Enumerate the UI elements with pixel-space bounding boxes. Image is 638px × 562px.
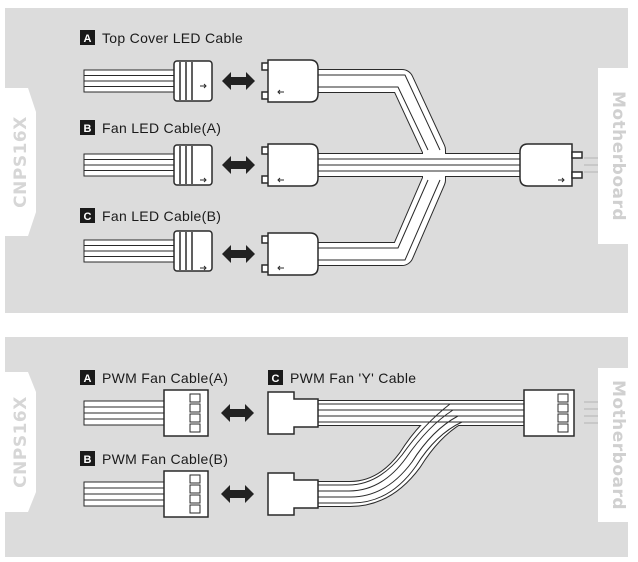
double-arrow-icon — [221, 404, 254, 422]
left-wires-row-a — [83, 69, 177, 93]
badge-c — [268, 370, 283, 385]
motherboard-connector-led — [519, 143, 583, 187]
fan-led-cable-b-label: Fan LED Cable(B) — [102, 208, 221, 224]
double-arrow-icon — [222, 245, 255, 263]
left-wires-pwm-a — [83, 400, 165, 426]
badge-b-text: B — [84, 123, 92, 135]
label-pwm-fan-y-cable: C PWM Fan 'Y' Cable — [268, 370, 416, 386]
badge-a — [80, 370, 95, 385]
label-fan-led-cable-a: B Fan LED Cable(A) — [80, 120, 221, 136]
badge-c — [80, 208, 95, 223]
panel-bottom: CNPS16X Motherboard A PWM Fan Cable(A) B… — [5, 337, 628, 557]
top-cover-led-cable-label: Top Cover LED Cable — [102, 30, 243, 46]
motherboard-header-pins — [584, 157, 598, 173]
left-wires-row-c — [83, 239, 177, 263]
splitter-wires — [318, 69, 520, 266]
y-cable-connector-b — [267, 472, 319, 516]
cnps16x-label: CNPS16X — [11, 116, 31, 208]
badge-a — [80, 30, 95, 45]
pwm-connector-b — [163, 470, 209, 518]
label-pwm-fan-cable-a: A PWM Fan Cable(A) — [80, 370, 228, 386]
badge-b — [80, 120, 95, 135]
y-cable-motherboard-connector — [523, 389, 575, 437]
male-connector-a — [261, 59, 319, 103]
cnps16x-tab — [5, 372, 36, 512]
badge-b — [80, 451, 95, 466]
motherboard-tab — [598, 68, 628, 244]
badge-b-text: B — [84, 454, 92, 466]
double-arrow-icon — [222, 156, 255, 174]
male-connector-c — [261, 232, 319, 276]
label-fan-led-cable-b: C Fan LED Cable(B) — [80, 208, 221, 224]
female-connector-a — [173, 60, 213, 102]
badge-a-text: A — [84, 33, 92, 45]
panel-bottom-background — [5, 337, 628, 557]
male-connector-b — [261, 143, 319, 187]
motherboard-label: Motherboard — [608, 91, 628, 221]
left-wires-row-b — [83, 153, 177, 177]
pwm-fan-cable-a-label: PWM Fan Cable(A) — [102, 370, 228, 386]
cnps16x-label: CNPS16X — [11, 396, 31, 488]
fan-led-cable-a-label: Fan LED Cable(A) — [102, 120, 221, 136]
label-pwm-fan-cable-b: B PWM Fan Cable(B) — [80, 451, 228, 467]
motherboard-label: Motherboard — [608, 380, 628, 510]
panel-top: CNPS16X Motherboard A Top Cover LED Cabl… — [5, 8, 628, 313]
label-top-cover-led-cable: A Top Cover LED Cable — [80, 30, 243, 46]
pwm-connector-a — [163, 389, 209, 437]
double-arrow-icon — [222, 72, 255, 90]
female-connector-c — [173, 230, 213, 272]
motherboard-tab — [598, 368, 628, 522]
cnps16x-tab — [5, 88, 36, 236]
pwm-fan-cable-b-label: PWM Fan Cable(B) — [102, 451, 228, 467]
left-wires-pwm-b — [83, 481, 165, 507]
y-cable-wires — [318, 400, 524, 507]
badge-c-text: C — [84, 211, 92, 223]
badge-c-text: C — [272, 373, 280, 385]
pwm-fan-y-cable-label: PWM Fan 'Y' Cable — [290, 370, 416, 386]
motherboard-header-pins — [584, 401, 598, 424]
double-arrow-icon — [221, 485, 254, 503]
y-cable-connector-a — [267, 391, 319, 435]
badge-a-text: A — [84, 373, 92, 385]
female-connector-b — [173, 144, 213, 186]
